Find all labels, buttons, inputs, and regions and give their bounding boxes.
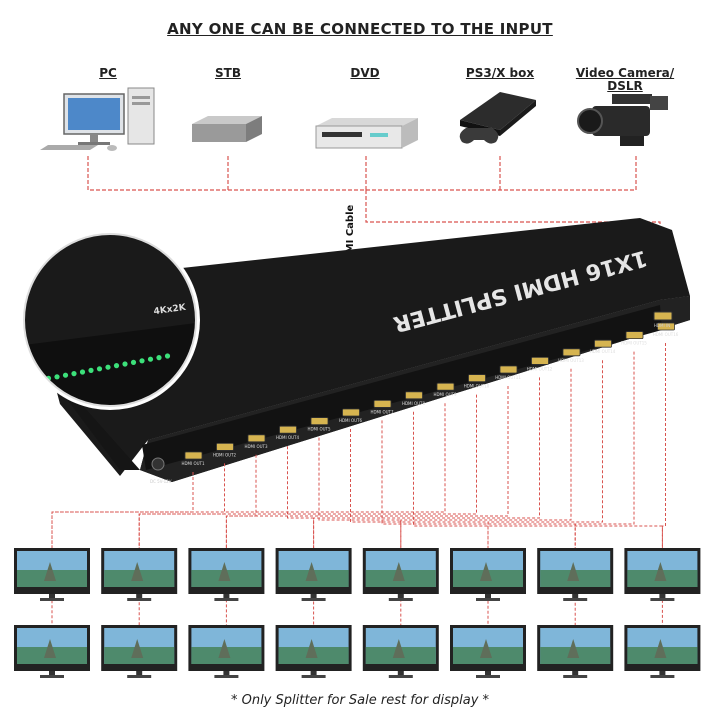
source-label-camera: Video Camera/ DSLR xyxy=(575,66,675,93)
hdmi-output-port-8[interactable]: HDMI OUT8 xyxy=(402,391,426,406)
display-monitor xyxy=(275,548,352,601)
display-monitor xyxy=(101,625,178,678)
status-led xyxy=(71,371,77,377)
status-led xyxy=(147,356,154,362)
display-monitor xyxy=(14,625,90,678)
display-monitor xyxy=(450,548,526,601)
port-label: HDMI OUT10 xyxy=(464,384,490,389)
hdmi-output-port-12[interactable]: HDMI OUT12 xyxy=(527,356,553,371)
status-led xyxy=(96,366,103,372)
hdmi-output-port-6[interactable]: HDMI OUT6 xyxy=(339,408,363,423)
video-camera-icon xyxy=(577,94,668,146)
display-monitor xyxy=(537,625,614,678)
hdmi-output-port-3[interactable]: HDMI OUT3 xyxy=(244,434,268,449)
hdmi-output-port-16[interactable]: HDMI OUT16 xyxy=(653,322,679,337)
display-monitor xyxy=(362,548,439,601)
hdmi-output-port-2[interactable]: HDMI OUT2 xyxy=(213,442,237,457)
display-monitor xyxy=(188,548,265,601)
source-label-console: PS3/X box xyxy=(465,66,535,80)
status-led xyxy=(79,369,86,375)
port-label: HDMI OUT12 xyxy=(527,366,553,371)
power-label: DC 5V-12V xyxy=(150,479,172,484)
port-label: HDMI OUT16 xyxy=(653,332,679,337)
hdmi-output-port-14[interactable]: HDMI OUT14 xyxy=(590,339,616,354)
port-label: HDMI OUT1 xyxy=(181,461,205,466)
status-led xyxy=(122,361,128,367)
port-label: HDMI OUT4 xyxy=(276,435,300,440)
resolution-label: 4Kx2K xyxy=(153,303,187,318)
display-grid xyxy=(14,548,701,678)
source-label-stb: STB xyxy=(215,66,241,80)
status-led xyxy=(54,374,60,380)
port-label: HDMI OUT3 xyxy=(244,444,268,449)
port-label: HDMI OUT11 xyxy=(495,375,521,380)
hdmi-output-port-9[interactable]: HDMI OUT9 xyxy=(433,382,457,397)
hdmi-output-port-5[interactable]: HDMI OUT5 xyxy=(307,417,331,432)
port-label: HDMI OUT2 xyxy=(213,452,237,457)
hdmi-output-port-4[interactable]: HDMI OUT4 xyxy=(276,425,300,440)
status-led xyxy=(88,367,94,373)
set-top-box-icon xyxy=(192,116,262,142)
footer-note: * Only Splitter for Sale rest for displa… xyxy=(230,693,490,708)
status-led xyxy=(139,358,145,364)
led-zoom-inset: 4Kx2K xyxy=(20,230,200,410)
hdmi-output-port-13[interactable]: HDMI OUT13 xyxy=(558,348,584,363)
port-label: HDMI OUT14 xyxy=(590,349,616,354)
display-monitor xyxy=(624,548,701,601)
hdmi-output-port-7[interactable]: HDMI OUT7 xyxy=(370,399,394,414)
display-monitor xyxy=(362,625,439,678)
display-monitor xyxy=(624,625,701,678)
display-monitor xyxy=(450,625,526,678)
display-monitor xyxy=(188,625,265,678)
port-label: HDMI OUT6 xyxy=(339,418,363,423)
dvd-player-icon xyxy=(315,118,418,149)
status-led xyxy=(113,363,120,369)
display-monitor xyxy=(101,548,178,601)
source-label-dvd: DVD xyxy=(350,66,380,80)
port-label: HDMI OUT8 xyxy=(402,401,426,406)
splitter-device: 1X16 HDMI SPLITTER xyxy=(32,218,690,482)
port-label: HDMI OUT9 xyxy=(433,392,457,397)
status-led xyxy=(164,353,171,359)
display-monitor xyxy=(537,548,614,601)
input-port-label: HDMI IN xyxy=(654,323,670,328)
status-led xyxy=(130,359,137,365)
output-ports: HDMI OUT1 HDMI OUT2 HDMI OUT3 HDMI OUT4 HDMI… xyxy=(181,322,679,466)
status-led xyxy=(105,364,111,370)
status-led xyxy=(62,372,69,378)
display-monitor xyxy=(14,548,90,601)
hdmi-output-port-15[interactable]: HDMI OUT15 xyxy=(621,331,647,346)
port-label: HDMI OUT15 xyxy=(621,341,647,346)
port-label: HDMI OUT7 xyxy=(370,409,394,414)
hdmi-output-port-10[interactable]: HDMI OUT10 xyxy=(464,374,490,389)
hdmi-output-port-11[interactable]: HDMI OUT11 xyxy=(495,365,521,380)
game-console-icon xyxy=(459,92,536,144)
port-label: HDMI OUT13 xyxy=(558,358,584,363)
pc-icon xyxy=(40,87,155,151)
power-jack[interactable] xyxy=(151,457,165,471)
source-label-pc: PC xyxy=(99,66,117,80)
page-heading: ANY ONE CAN BE CONNECTED TO THE INPUT xyxy=(167,20,553,38)
hdmi-output-port-1[interactable]: HDMI OUT1 xyxy=(181,451,205,466)
status-led xyxy=(156,355,162,361)
port-label: HDMI OUT5 xyxy=(307,427,331,432)
hdmi-input-port[interactable] xyxy=(653,311,673,321)
display-monitor xyxy=(275,625,352,678)
